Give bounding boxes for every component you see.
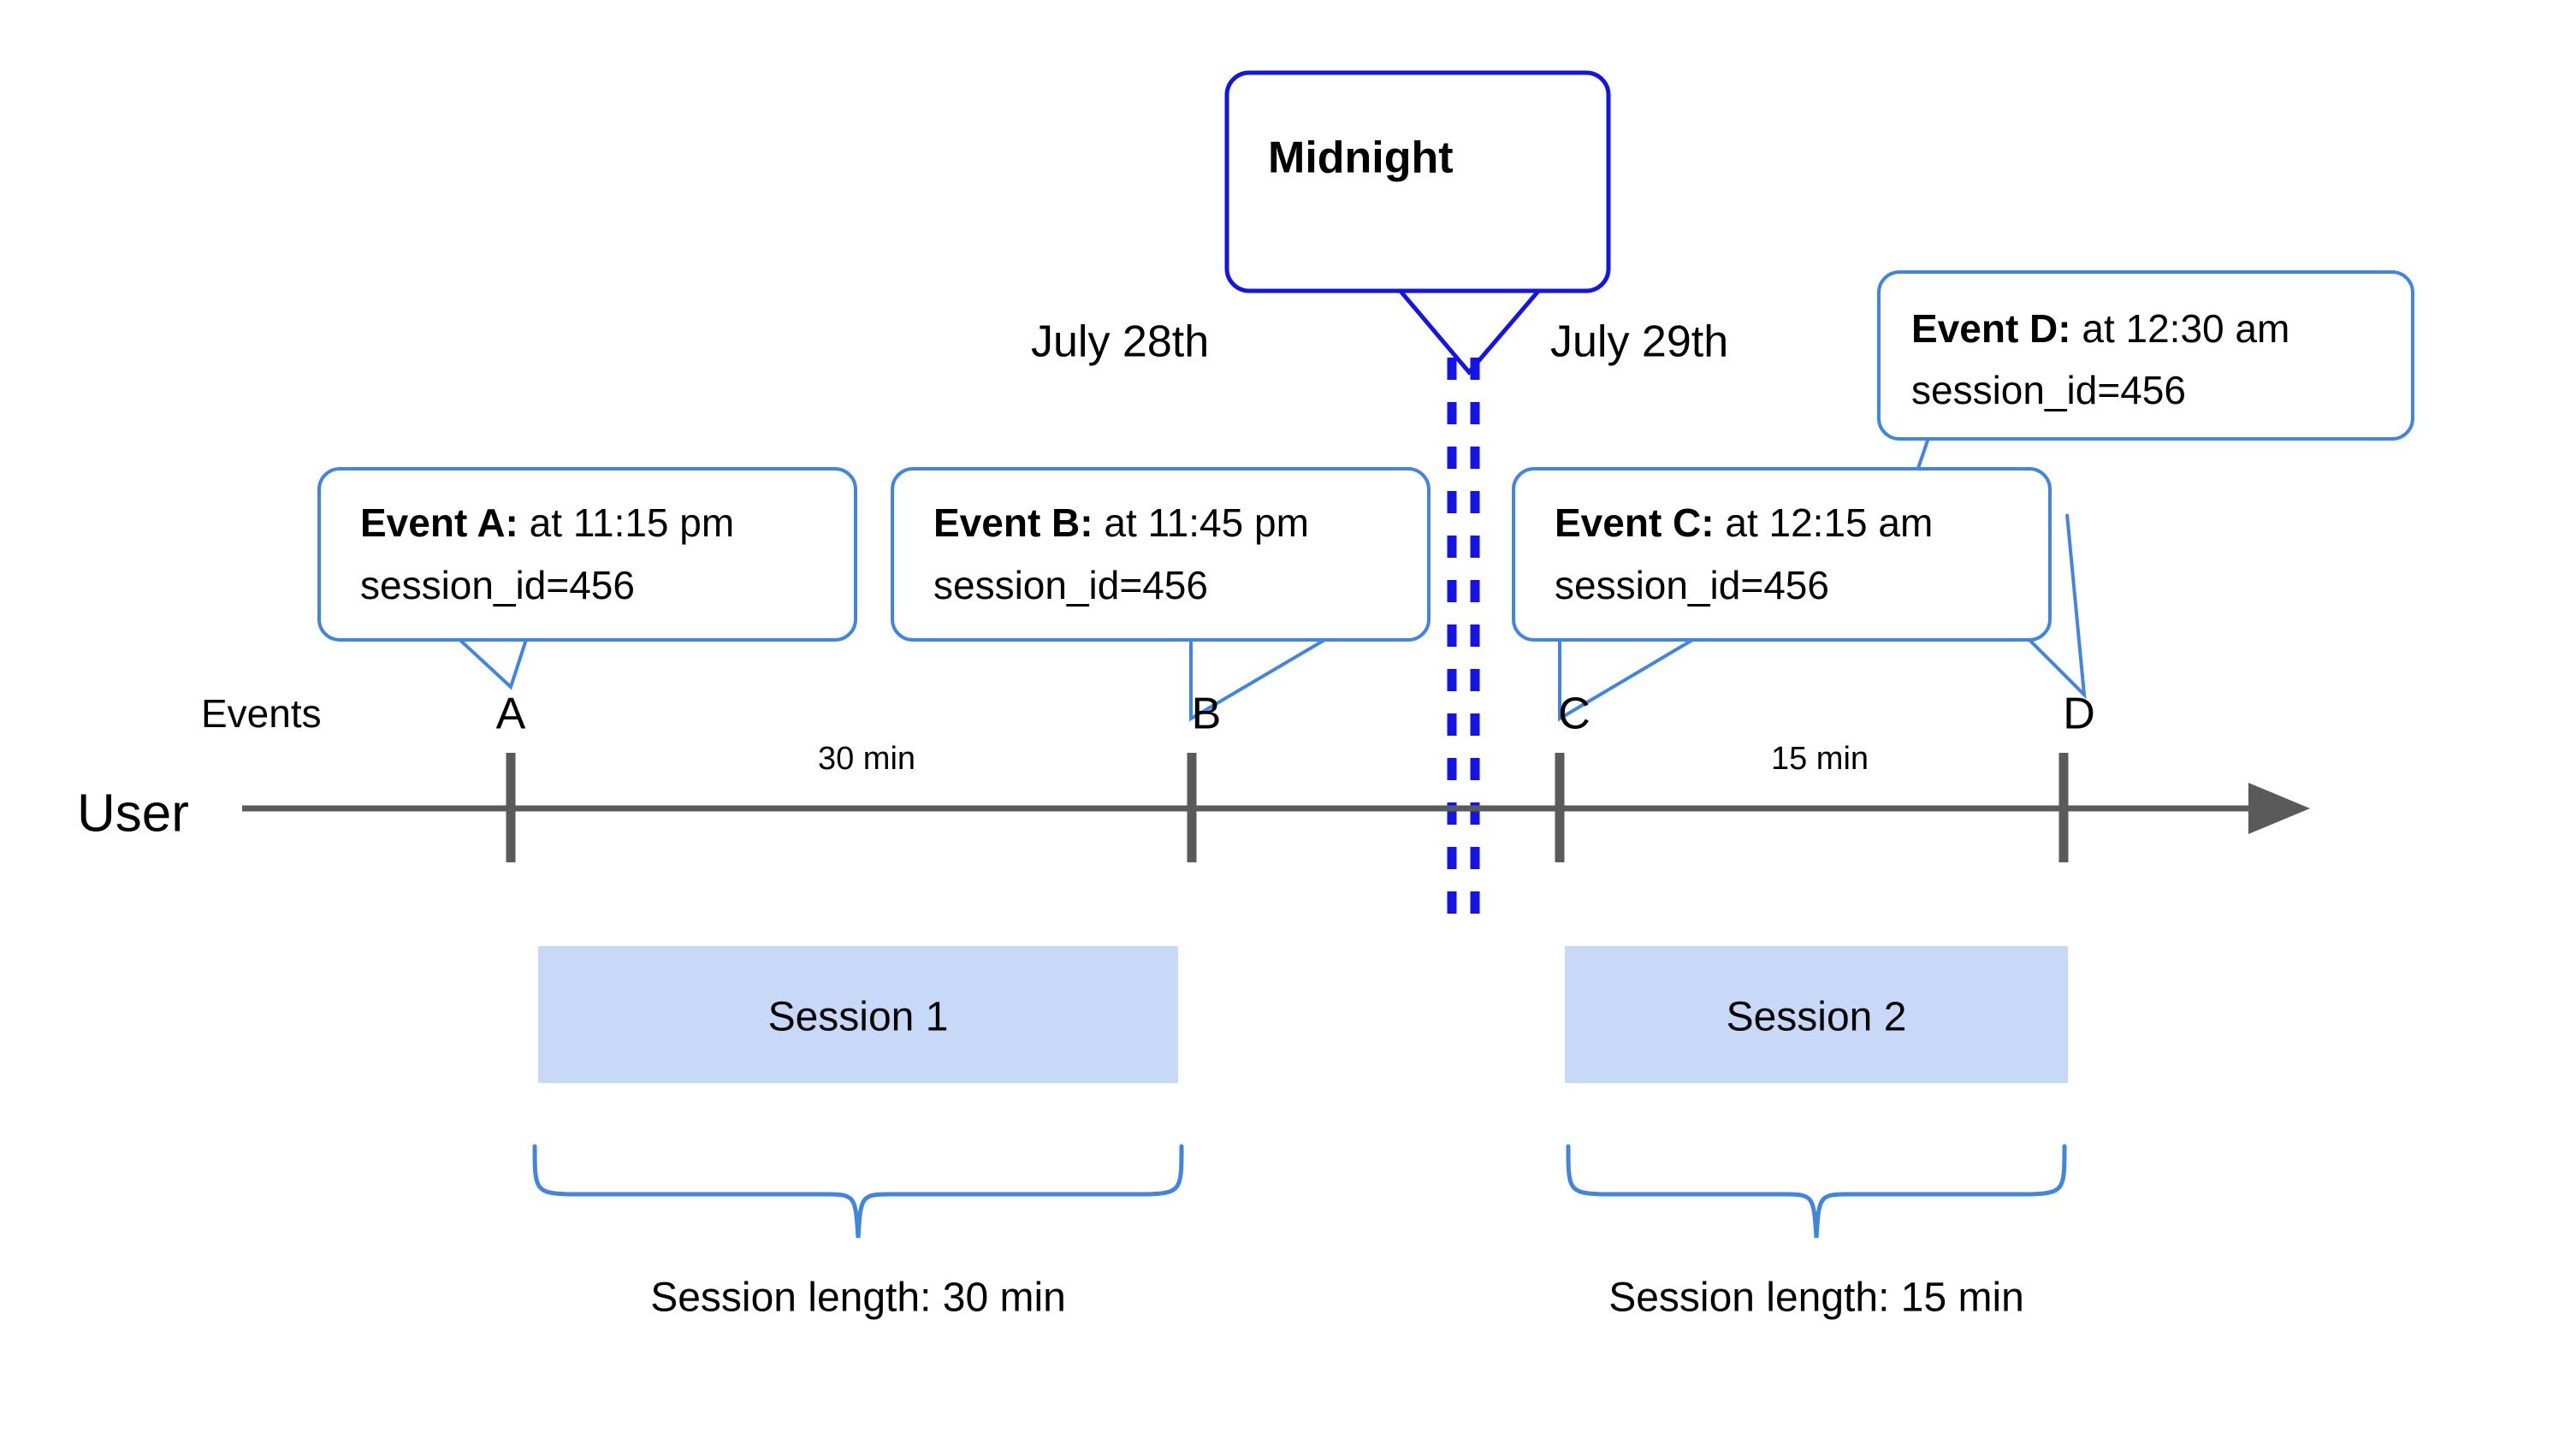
event-a-text2: session_id=456 — [360, 563, 635, 607]
midnight-callout-tail — [1397, 287, 1542, 376]
tick-letter-c: C — [1558, 690, 1590, 739]
tick-letter-b: B — [1192, 690, 1222, 739]
midnight-callout: Midnight — [1224, 70, 1611, 376]
events-row-label: Events — [201, 691, 322, 736]
session-1-label: Session 1 — [768, 995, 949, 1040]
session-2-rect — [1565, 946, 2068, 1083]
event-callout-c: Event C: at 12:15 am session_id=456 — [1512, 467, 2052, 722]
session-box-1: Session 1 — [538, 946, 1178, 1083]
event-a-callout-frame — [317, 467, 857, 642]
event-a-text1: Event A: at 11:15 pm — [360, 500, 734, 545]
event-b-callout-box — [891, 467, 1431, 642]
session-2-length-label: Session length: 15 min — [1608, 1275, 2024, 1321]
event-b-callout-tail — [1189, 637, 1328, 722]
event-d-callout-box — [1877, 270, 2414, 441]
event-c-callout-box — [1512, 467, 2052, 642]
timeline-axis — [242, 753, 2310, 862]
gap-label-15-min: 15 min — [1771, 741, 1869, 777]
session-1-brace — [532, 1144, 1184, 1239]
timeline-arrow-head — [2248, 783, 2310, 834]
date-label-july-29: July 29th — [1550, 317, 1728, 367]
session-1-rect — [538, 946, 1178, 1083]
tick-letter-a: A — [496, 690, 526, 739]
event-d-detail: at 12:30 am — [2071, 306, 2290, 351]
event-c-line2: session_id=456 — [1555, 563, 1829, 607]
date-label-july-28: July 28th — [1031, 317, 1209, 367]
gap-label-30-min: 30 min — [818, 741, 915, 777]
midnight-callout-box — [1224, 70, 1611, 293]
event-d-bold: Event D: — [1911, 306, 2071, 351]
tick-letter-d: D — [2063, 690, 2095, 739]
event-callout-d: Event D: at 12:30 am session_id=456 — [1877, 270, 2414, 700]
event-b-detail: at 11:45 pm — [1093, 500, 1309, 545]
event-b-bold: Event B: — [933, 500, 1093, 545]
session-2-brace — [1566, 1144, 2067, 1239]
user-row-label: User — [77, 784, 189, 843]
event-c-callout-tail — [1558, 637, 1696, 722]
session-2-label: Session 2 — [1727, 995, 1907, 1040]
event-callout-a-content: Event A: at 11:15 pm session_id=456 — [317, 467, 857, 642]
event-c-bold: Event C: — [1555, 500, 1715, 545]
event-c-line1: Event C: at 12:15 am — [1555, 500, 1933, 545]
event-b-line2: session_id=456 — [933, 563, 1208, 607]
event-d-line2: session_id=456 — [1911, 368, 2186, 412]
event-b-line1: Event B: at 11:45 pm — [933, 500, 1309, 545]
event-a-bold2: Event A: — [360, 500, 518, 545]
midnight-label: Midnight — [1268, 133, 1454, 183]
event-callout-b: Event B: at 11:45 pm session_id=456 — [891, 467, 1431, 722]
event-c-detail: at 12:15 am — [1715, 500, 1934, 545]
midnight-divider-lines — [1447, 358, 1480, 932]
session-1-length-label: Session length: 30 min — [650, 1275, 1066, 1321]
event-a-detail2: at 11:15 pm — [518, 500, 734, 545]
session-box-2: Session 2 — [1565, 946, 2068, 1083]
event-d-line1: Event D: at 12:30 am — [1911, 306, 2289, 351]
